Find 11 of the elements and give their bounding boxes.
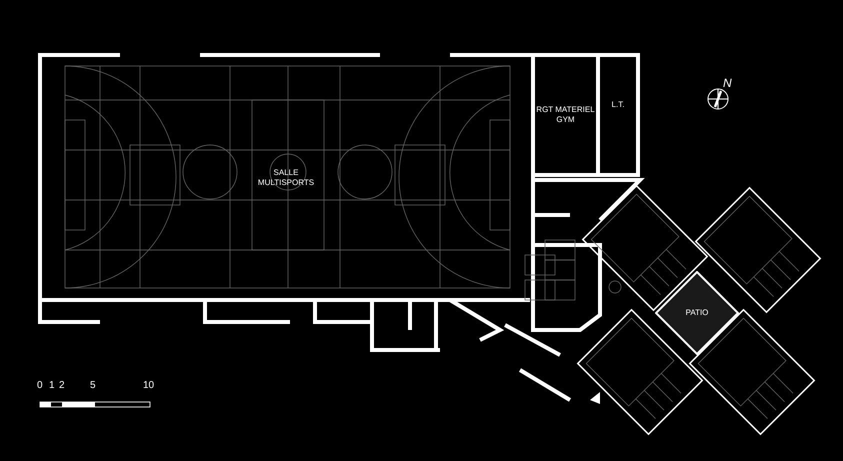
scale-number: 2 (59, 380, 65, 391)
scale-number: 10 (143, 380, 154, 391)
north-label: N (723, 78, 732, 89)
room-name: SALLE MULTISPORTS (256, 168, 316, 188)
room-name: PATIO (686, 308, 708, 318)
scale-number: 5 (90, 380, 96, 391)
scale-number: 1 (49, 380, 55, 391)
room-name: L.T. (612, 100, 624, 110)
patio-area (655, 271, 739, 355)
room-name: RGT MATERIEL GYM (536, 105, 596, 125)
scale-number: 0 (37, 380, 43, 391)
